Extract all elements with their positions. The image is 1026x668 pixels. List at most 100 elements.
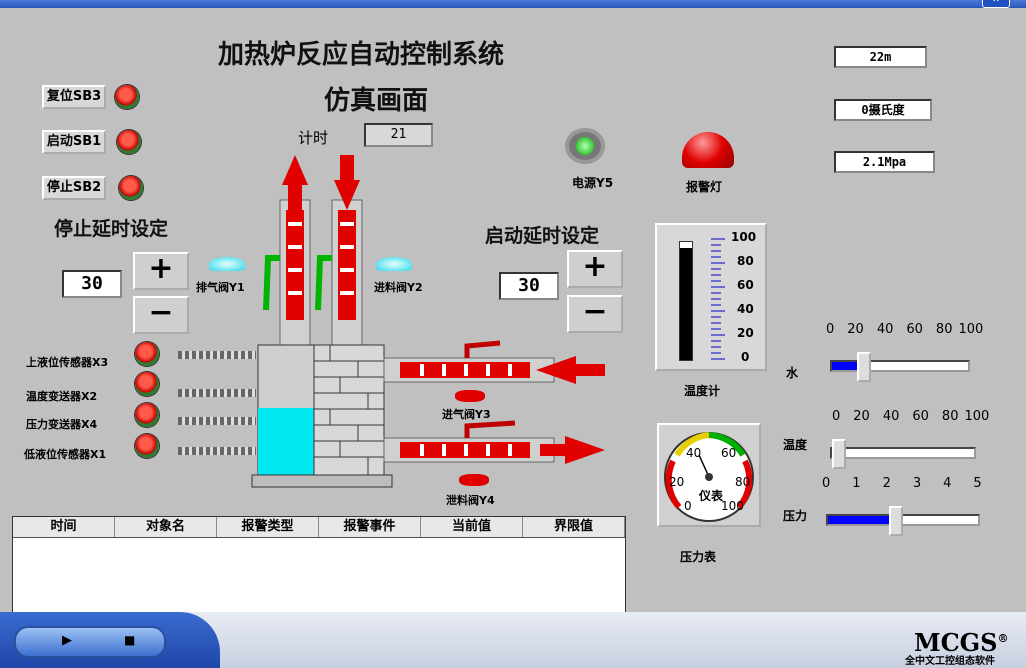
stop-playback-button[interactable]: ■ bbox=[124, 633, 136, 647]
sensor-label-upper-level: 上液位传感器X3 bbox=[26, 356, 109, 369]
column-alarm-type: 报警类型 bbox=[217, 517, 319, 537]
sensor-lamp-lower-level bbox=[135, 434, 159, 458]
pressure-slider[interactable] bbox=[826, 506, 980, 536]
stop-delay-value[interactable]: 30 bbox=[62, 270, 122, 298]
sensor-lamp-upper-level bbox=[135, 342, 159, 366]
play-button[interactable]: ▶ bbox=[62, 633, 72, 648]
sensor-label-pressure: 压力变送器X4 bbox=[26, 418, 98, 431]
gauge-center-text: 仪表 bbox=[699, 489, 724, 503]
thermometer-level bbox=[680, 247, 692, 360]
timer-value: 21 bbox=[364, 123, 433, 147]
vessel-brick-wall bbox=[313, 344, 385, 476]
reset-indicator-lamp bbox=[115, 85, 139, 109]
thermometer-tick-80: 80 bbox=[737, 254, 754, 268]
gauge-tick-60: 60 bbox=[721, 446, 737, 460]
power-indicator bbox=[565, 128, 605, 164]
sensor-probe-lower-level bbox=[178, 447, 256, 455]
feed-arrow-down-icon bbox=[334, 155, 360, 210]
power-lamp-icon bbox=[576, 137, 594, 155]
inlet-arrow-left-icon bbox=[536, 356, 605, 384]
drain-valve-label: 泄料阀Y4 bbox=[446, 494, 495, 507]
start-delay-value[interactable]: 30 bbox=[499, 272, 559, 300]
temperature-slider-label: 温度 bbox=[783, 438, 808, 452]
stop-delay-label: 停止延时设定 bbox=[54, 218, 169, 240]
stop-button[interactable]: 停止SB2 bbox=[42, 176, 106, 200]
gauge-tick-20: 20 bbox=[669, 475, 685, 489]
pressure-slider-fill bbox=[828, 516, 891, 524]
thermometer-tick-20: 20 bbox=[737, 326, 754, 340]
sensor-lamp-pressure bbox=[135, 403, 159, 427]
thermometer-panel: 100 80 60 40 20 0 bbox=[655, 223, 767, 371]
thermometer-tick-60: 60 bbox=[737, 278, 754, 292]
start-delay-minus-button[interactable]: − bbox=[567, 295, 623, 333]
drain-valve-indicator bbox=[459, 474, 489, 486]
thermometer-tick-40: 40 bbox=[737, 302, 754, 316]
sensor-probe-pressure bbox=[178, 417, 256, 425]
exhaust-valve-indicator bbox=[209, 257, 245, 271]
stop-indicator-lamp bbox=[119, 176, 143, 200]
alarm-light-label: 报警灯 bbox=[686, 180, 723, 194]
drain-arrow-right-icon bbox=[540, 436, 605, 464]
gauge-tick-80: 80 bbox=[735, 475, 751, 489]
mcgs-tagline: 全中文工控组态软件 bbox=[905, 656, 995, 667]
exhaust-arrow-up-icon bbox=[282, 155, 308, 210]
water-slider[interactable] bbox=[830, 352, 970, 382]
temperature-readout: 0摄氏度 bbox=[834, 99, 932, 121]
gauge-tick-40: 40 bbox=[686, 446, 702, 460]
pressure-gauge-label: 压力表 bbox=[680, 550, 717, 564]
page-title: 加热炉反应自动控制系统 bbox=[218, 40, 505, 70]
start-delay-label: 启动延时设定 bbox=[485, 225, 600, 247]
close-button[interactable]: ✕ bbox=[982, 0, 1010, 8]
start-button[interactable]: 启动SB1 bbox=[42, 130, 106, 154]
water-slider-fill bbox=[832, 362, 860, 370]
alarm-table-header: 时间 对象名 报警类型 报警事件 当前值 界限值 bbox=[13, 517, 625, 538]
pressure-gauge bbox=[664, 432, 754, 522]
sensor-label-lower-level: 低液位传感器X1 bbox=[24, 448, 107, 461]
sensor-label-temperature: 温度变送器X2 bbox=[26, 390, 98, 403]
pressure-slider-thumb[interactable] bbox=[889, 506, 903, 536]
mcgs-logo: MCGS® bbox=[914, 628, 1009, 657]
feed-valve-indicator bbox=[376, 257, 412, 271]
power-label: 电源Y5 bbox=[572, 176, 614, 190]
temperature-slider-thumb[interactable] bbox=[832, 439, 846, 469]
water-slider-label: 水 bbox=[786, 366, 799, 380]
page-subtitle: 仿真画面 bbox=[324, 86, 429, 116]
column-limit-value: 界限值 bbox=[523, 517, 625, 537]
timer-label: 计时 bbox=[298, 129, 329, 147]
temperature-slider[interactable] bbox=[830, 439, 976, 469]
feed-valve-handle bbox=[315, 255, 332, 311]
stop-delay-plus-button[interactable]: + bbox=[133, 252, 189, 290]
thermometer-tick-100: 100 bbox=[731, 230, 757, 244]
pressure-readout: 2.1Mpa bbox=[834, 151, 935, 173]
playback-controls: ▶ ■ bbox=[14, 626, 166, 658]
pressure-slider-label: 压力 bbox=[783, 509, 808, 523]
inlet-valve-label: 进气阀Y3 bbox=[442, 408, 491, 421]
thermometer-tick-0: 0 bbox=[741, 350, 750, 364]
thermometer-label: 温度计 bbox=[684, 384, 721, 398]
vessel-water-level bbox=[258, 408, 314, 475]
stop-delay-minus-button[interactable]: − bbox=[133, 296, 189, 334]
column-alarm-event: 报警事件 bbox=[319, 517, 421, 537]
start-delay-plus-button[interactable]: + bbox=[567, 250, 623, 288]
column-current-value: 当前值 bbox=[421, 517, 523, 537]
start-indicator-lamp bbox=[117, 130, 141, 154]
feed-valve-label: 进料阀Y2 bbox=[374, 281, 423, 294]
alarm-light-icon bbox=[682, 132, 734, 168]
thermometer-tube bbox=[679, 241, 693, 361]
column-object-name: 对象名 bbox=[115, 517, 217, 537]
reactor-process-diagram bbox=[251, 155, 605, 488]
reset-button[interactable]: 复位SB3 bbox=[42, 85, 106, 109]
inlet-valve-indicator bbox=[455, 390, 485, 402]
exhaust-valve-handle bbox=[263, 255, 280, 311]
alarm-table[interactable]: 时间 对象名 报警类型 报警事件 当前值 界限值 bbox=[12, 516, 626, 614]
exhaust-valve-label: 排气阀Y1 bbox=[196, 281, 245, 294]
pressure-gauge-panel: 40 60 20 80 0 100 仪表 bbox=[657, 423, 761, 527]
gauge-tick-0: 0 bbox=[684, 499, 692, 513]
column-time: 时间 bbox=[13, 517, 115, 537]
thermometer-scale bbox=[711, 238, 725, 360]
gauge-tick-100: 100 bbox=[721, 499, 744, 513]
water-slider-thumb[interactable] bbox=[857, 352, 872, 382]
